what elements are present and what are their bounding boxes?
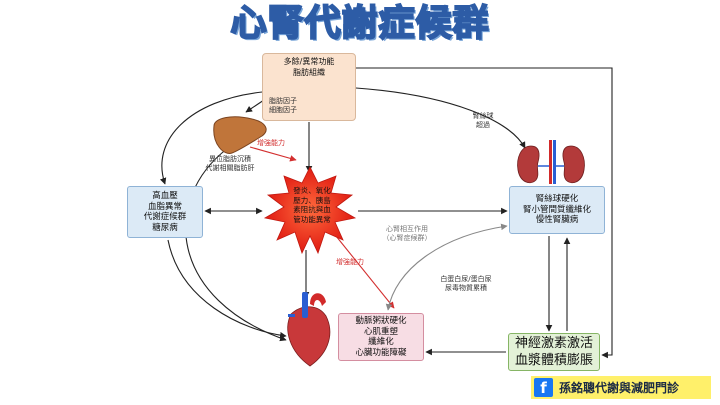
gray-arrow-crosstalk bbox=[385, 223, 508, 311]
kidney-icon bbox=[517, 140, 585, 184]
metabolic-line-3: 代謝症候群 bbox=[143, 212, 187, 222]
cardiac-line-1: 動脈粥狀硬化 bbox=[355, 316, 407, 326]
metabolic-line-1: 高血壓 bbox=[152, 191, 178, 201]
metabolic-line-4: 糖尿病 bbox=[152, 222, 178, 233]
proteinuria-label: 白蛋白尿/蛋白尿 尿毒物質累積 bbox=[436, 275, 496, 293]
red-arrow-stress-to-cardiac bbox=[335, 235, 395, 309]
cardiac-disease-box: 動脈粥狀硬化 心肌重塑 纖維化 心臟功能障礙 bbox=[338, 313, 424, 361]
renal-line-3: 慢性腎臟病 bbox=[535, 215, 579, 226]
facebook-icon[interactable]: f bbox=[534, 378, 553, 397]
adipose-label-line-2: 脂肪組織 bbox=[293, 67, 325, 77]
burst-star-icon bbox=[263, 166, 357, 255]
red-arrow-liver-to-stress bbox=[249, 146, 297, 162]
adipose-label-line-1: 多餘/異常功能 bbox=[283, 57, 335, 66]
arrow-metabolic-to-heart bbox=[167, 239, 287, 339]
crosstalk-label: 心腎相互作用 （心腎症候群） bbox=[372, 225, 442, 243]
red-arrows bbox=[249, 146, 395, 309]
arrow-adipose-to-liver bbox=[245, 99, 265, 113]
crosstalk-line-2: （心腎症候群） bbox=[382, 234, 432, 242]
page-title: 心腎代謝症候群 bbox=[229, 2, 490, 45]
clinic-name: 孫銘聰代謝與減肥門診 bbox=[559, 381, 680, 395]
renal-line-1: 腎絲球硬化 bbox=[535, 194, 579, 205]
stress-mechanisms-label: 發炎、氧化 壓力、胰島 素阻抗與血 管功能異常 bbox=[282, 186, 342, 224]
renal-axis-label: 腎絲球 超過 bbox=[466, 112, 500, 130]
crosstalk-line-1: 心腎相互作用 bbox=[386, 225, 428, 233]
adipose-factors-label: 脂肪因子 細胞因子 bbox=[269, 97, 297, 115]
enhance-label-1: 增強能力 bbox=[257, 139, 285, 147]
metabolic-line-2: 血脂異常 bbox=[147, 201, 182, 212]
neuro-line-2: 血漿體積膨脹 bbox=[514, 353, 593, 368]
neurohormonal-box: 神經激素激活 血漿體積膨脹 bbox=[508, 333, 600, 371]
arrow-top-loop bbox=[356, 67, 613, 359]
heart-icon bbox=[287, 292, 331, 367]
stress-line-1: 發炎、氧化 bbox=[293, 186, 331, 195]
metabolic-conditions-box: 高血壓 血脂異常 代謝症候群 糖尿病 bbox=[127, 186, 203, 238]
clinic-banner[interactable]: f 孫銘聰代謝與減肥門診 bbox=[531, 376, 711, 399]
arrow-adipose-to-kidney bbox=[355, 87, 526, 149]
cardiac-line-3: 纖維化 bbox=[368, 337, 394, 347]
stress-line-3: 素阻抗與血 bbox=[293, 205, 331, 214]
cardiac-line-4: 心臟功能障礙 bbox=[355, 347, 407, 358]
liver-label: 異位脂肪沉積 代謝相關脂肪肝 bbox=[196, 155, 264, 173]
renal-disease-box: 腎絲球硬化 腎小管間質纖維化 慢性腎臟病 bbox=[509, 186, 605, 234]
renal-axis-line-1: 腎絲球 bbox=[472, 112, 494, 120]
enhance-label-2: 增強能力 bbox=[336, 258, 364, 266]
arrow-adipose-to-metabolic bbox=[159, 91, 263, 185]
cardiac-line-2: 心肌重塑 bbox=[363, 326, 398, 337]
liver-icon bbox=[213, 116, 267, 154]
stress-line-2: 壓力、胰島 bbox=[293, 195, 331, 205]
proteinuria-line-1: 白蛋白尿/蛋白尿 bbox=[440, 275, 492, 283]
adipose-factors-line-2: 細胞因子 bbox=[269, 106, 297, 114]
adipose-factors-line-1: 脂肪因子 bbox=[269, 97, 297, 105]
proteinuria-line-2: 尿毒物質累積 bbox=[445, 284, 487, 292]
renal-line-2: 腎小管間質纖維化 bbox=[522, 204, 591, 215]
renal-axis-line-2: 超過 bbox=[476, 121, 490, 129]
arrow-liver-to-heart bbox=[185, 147, 287, 342]
liver-label-line-1: 異位脂肪沉積 bbox=[209, 155, 251, 163]
liver-label-line-2: 代謝相關脂肪肝 bbox=[205, 164, 255, 172]
arrows bbox=[159, 67, 613, 359]
neuro-line-1: 神經激素激活 bbox=[514, 336, 593, 351]
stress-line-4: 管功能異常 bbox=[293, 214, 331, 224]
